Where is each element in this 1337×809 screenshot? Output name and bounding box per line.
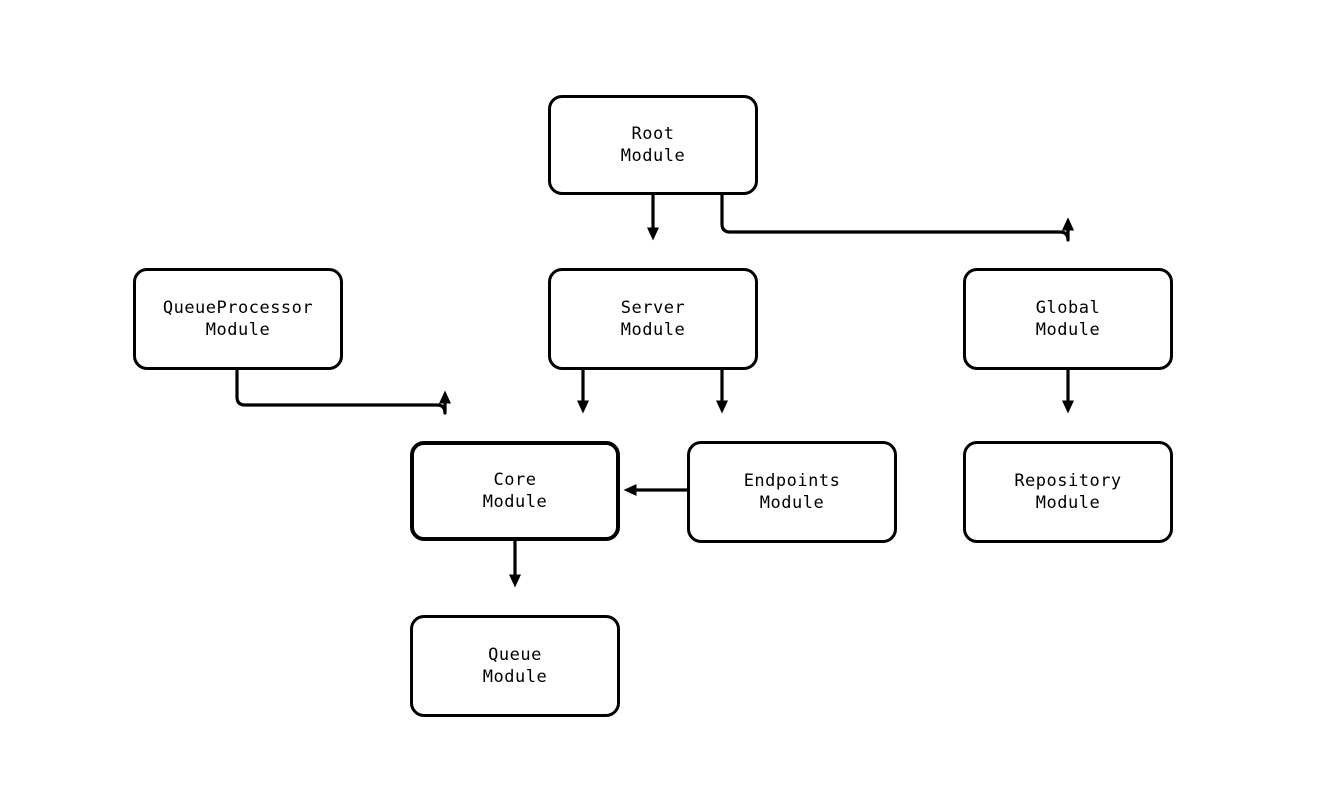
node-queue-module-line2: Module	[482, 667, 548, 687]
node-endpoints-module-line1: Endpoints	[743, 471, 841, 491]
node-global-module[interactable]: Global Module	[963, 268, 1173, 370]
node-queue-module-line1: Queue	[488, 645, 542, 665]
node-repository-module-line1: Repository	[1014, 471, 1122, 491]
node-repository-module[interactable]: Repository Module	[963, 441, 1173, 543]
node-queueprocessor-module-line2: Module	[205, 320, 271, 340]
node-server-module-line1: Server	[620, 298, 686, 318]
node-endpoints-module-line2: Module	[759, 493, 825, 513]
node-queue-module[interactable]: Queue Module	[410, 615, 620, 717]
edge-root-global	[720, 195, 1074, 242]
node-server-module[interactable]: Server Module	[548, 268, 758, 370]
node-queueprocessor-module-line1: QueueProcessor	[162, 298, 314, 318]
node-root-module-line1: Root	[631, 124, 675, 144]
node-core-module-line2: Module	[482, 492, 548, 512]
node-repository-module-line2: Module	[1035, 493, 1101, 513]
node-core-module[interactable]: Core Module	[410, 441, 620, 541]
node-root-module[interactable]: Root Module	[548, 95, 758, 195]
node-core-module-line1: Core	[493, 470, 537, 490]
node-root-module-line2: Module	[620, 146, 686, 166]
node-global-module-line1: Global	[1035, 298, 1101, 318]
node-server-module-line2: Module	[620, 320, 686, 340]
edge-queueprocessor-core	[235, 370, 451, 415]
node-global-module-line2: Module	[1035, 320, 1101, 340]
node-endpoints-module[interactable]: Endpoints Module	[687, 441, 897, 543]
node-queueprocessor-module[interactable]: QueueProcessor Module	[133, 268, 343, 370]
